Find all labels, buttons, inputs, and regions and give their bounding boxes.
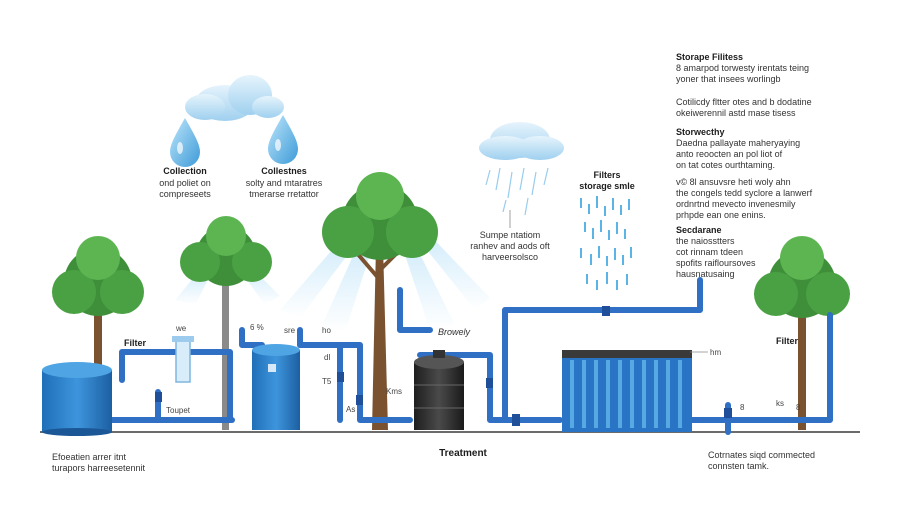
tank-icon [562,350,692,432]
rain-icon [485,167,549,216]
label-filter-left: Filter [124,338,147,348]
collection-line-2: compreseets [159,189,211,199]
side-section-4-line-1: v© 8l ansuvsre heti woly ahn [676,177,791,187]
water-drop-icon [268,115,298,164]
label-ho: ho [322,326,331,335]
water-spray [280,230,490,332]
bottom-left-line-1: Efoeatien arrer itnt [52,452,127,462]
side-section-1-line-1: 8 amarpod torwesty irentats teing [676,63,810,73]
label-hm: hm [710,348,722,357]
side-section-3-title: Storwecthy [676,127,725,137]
tank-icon [42,362,112,436]
leader-lines [509,210,708,353]
label-kms: Kms [386,387,402,396]
side-section-5-line-4: hausnatusaing [676,269,735,279]
side-panel: Storape Filitess 8 amarpod torwesty iren… [676,52,896,280]
cloud-icon [479,122,564,160]
label-v2: ks [776,399,784,408]
filter-unit [172,336,194,383]
side-section-4-line-3: ordnrtnd mevecto invenesmily [676,199,796,209]
bottom-right-line-2: connsten tamk. [708,461,770,471]
label-as: As [346,405,356,414]
water-drop-icon [170,118,200,167]
filters-subtitle: storage smle [579,181,635,191]
tree-icon [322,172,438,430]
pipe-valves [155,306,732,426]
tree-icon [52,236,144,370]
tank-icon [252,344,300,430]
brovely-label: Browely [438,327,471,337]
treatment-label: Treatment [439,448,487,459]
middle-note-line-1: Sumpe ntatiom [479,230,541,240]
label-filter-right: Filter [776,336,799,346]
bottom-left-line-2: turapors harreesetennit [52,463,146,473]
label-t5: T5 [322,377,332,386]
side-section-5-title: Secdarane [676,225,722,235]
side-section-4-line-2: the congels tedd syclore a lanwerf [676,188,813,198]
side-section-5-line-3: spofits raifloursoves [676,258,756,268]
side-section-3-line-2: anto reoocten an pol liot of [676,149,783,159]
side-section-2-line-2: okeiwerennil astd mase tisess [676,108,796,118]
label-we: we [176,324,187,333]
rain-icon [580,196,632,290]
label-sre: sre [284,326,296,335]
side-section-5-line-2: cot rinnam tdeen [676,247,744,257]
side-section-3-line-3: on tat cotes ourthtaming. [676,160,776,170]
tree-icon [180,216,272,430]
tank-icon [414,350,464,430]
collection-title: Collection [163,166,207,176]
filters-title: Filters [593,170,621,180]
collection-line-1: ond poliet on [159,178,211,188]
side-section-2-line-1: Cotilicdy fltter otes and b dodatine [676,97,812,107]
collestnes-line-2: tmerarse rretattor [249,189,319,199]
side-section-4-line-4: prhpde ean one enins. [676,210,766,220]
collestnes-title: Collestnes [261,166,307,176]
collestnes-line-1: solty and mtaratres [245,178,323,188]
bottom-right-line-1: Cotrnates siqd commected [708,450,816,460]
label-toupet: Toupet [166,406,191,415]
cloud-icon [185,75,284,121]
label-pct: 6 % [250,323,264,332]
side-section-5-line-1: the naiosstters [676,236,735,246]
label-v1: 8 [740,403,745,412]
side-section-1-line-2: yoner that insees worlingb [676,74,781,84]
label-dl: dl [324,353,331,362]
side-section-3-line-1: Daedna pallayate maheryaying [676,138,801,148]
tree-icon [754,236,850,430]
side-section-1-title: Storape Filitess [676,52,744,62]
label-v3: 8 [796,403,801,412]
middle-note-line-2: ranhev and aods oft [470,241,550,251]
middle-note-line-3: harveersolsco [481,252,539,262]
